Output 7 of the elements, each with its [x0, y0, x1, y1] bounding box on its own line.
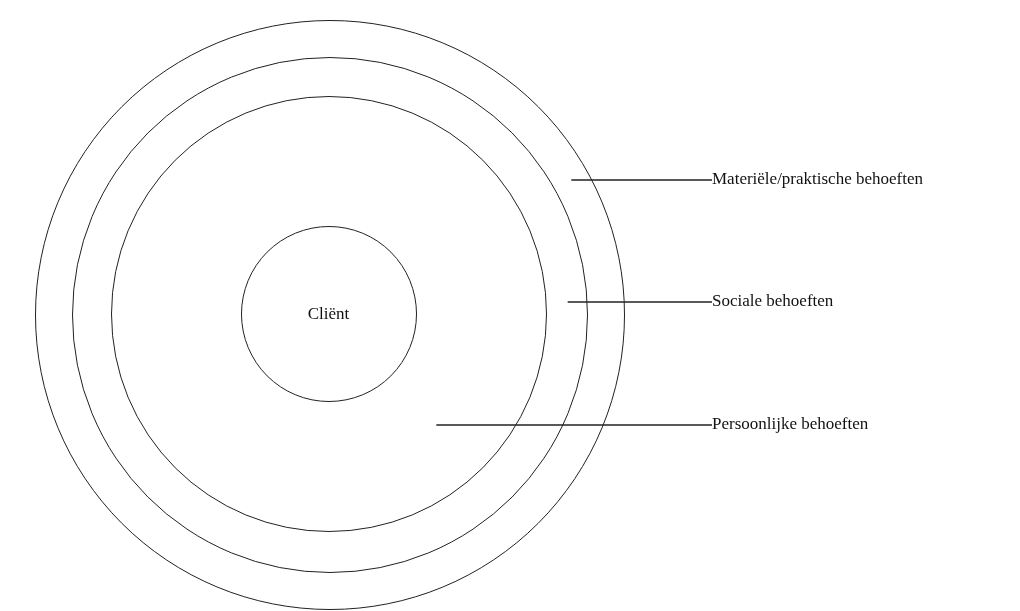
needs-label: Persoonlijke behoeften — [712, 414, 869, 434]
leader-line — [570, 179, 713, 181]
needs-label: Sociale behoeften — [712, 291, 834, 311]
leader-line — [566, 301, 713, 303]
client-label: Cliënt — [307, 303, 350, 324]
leader-line — [435, 424, 713, 426]
needs-label: Materiële/praktische behoeften — [712, 169, 923, 189]
